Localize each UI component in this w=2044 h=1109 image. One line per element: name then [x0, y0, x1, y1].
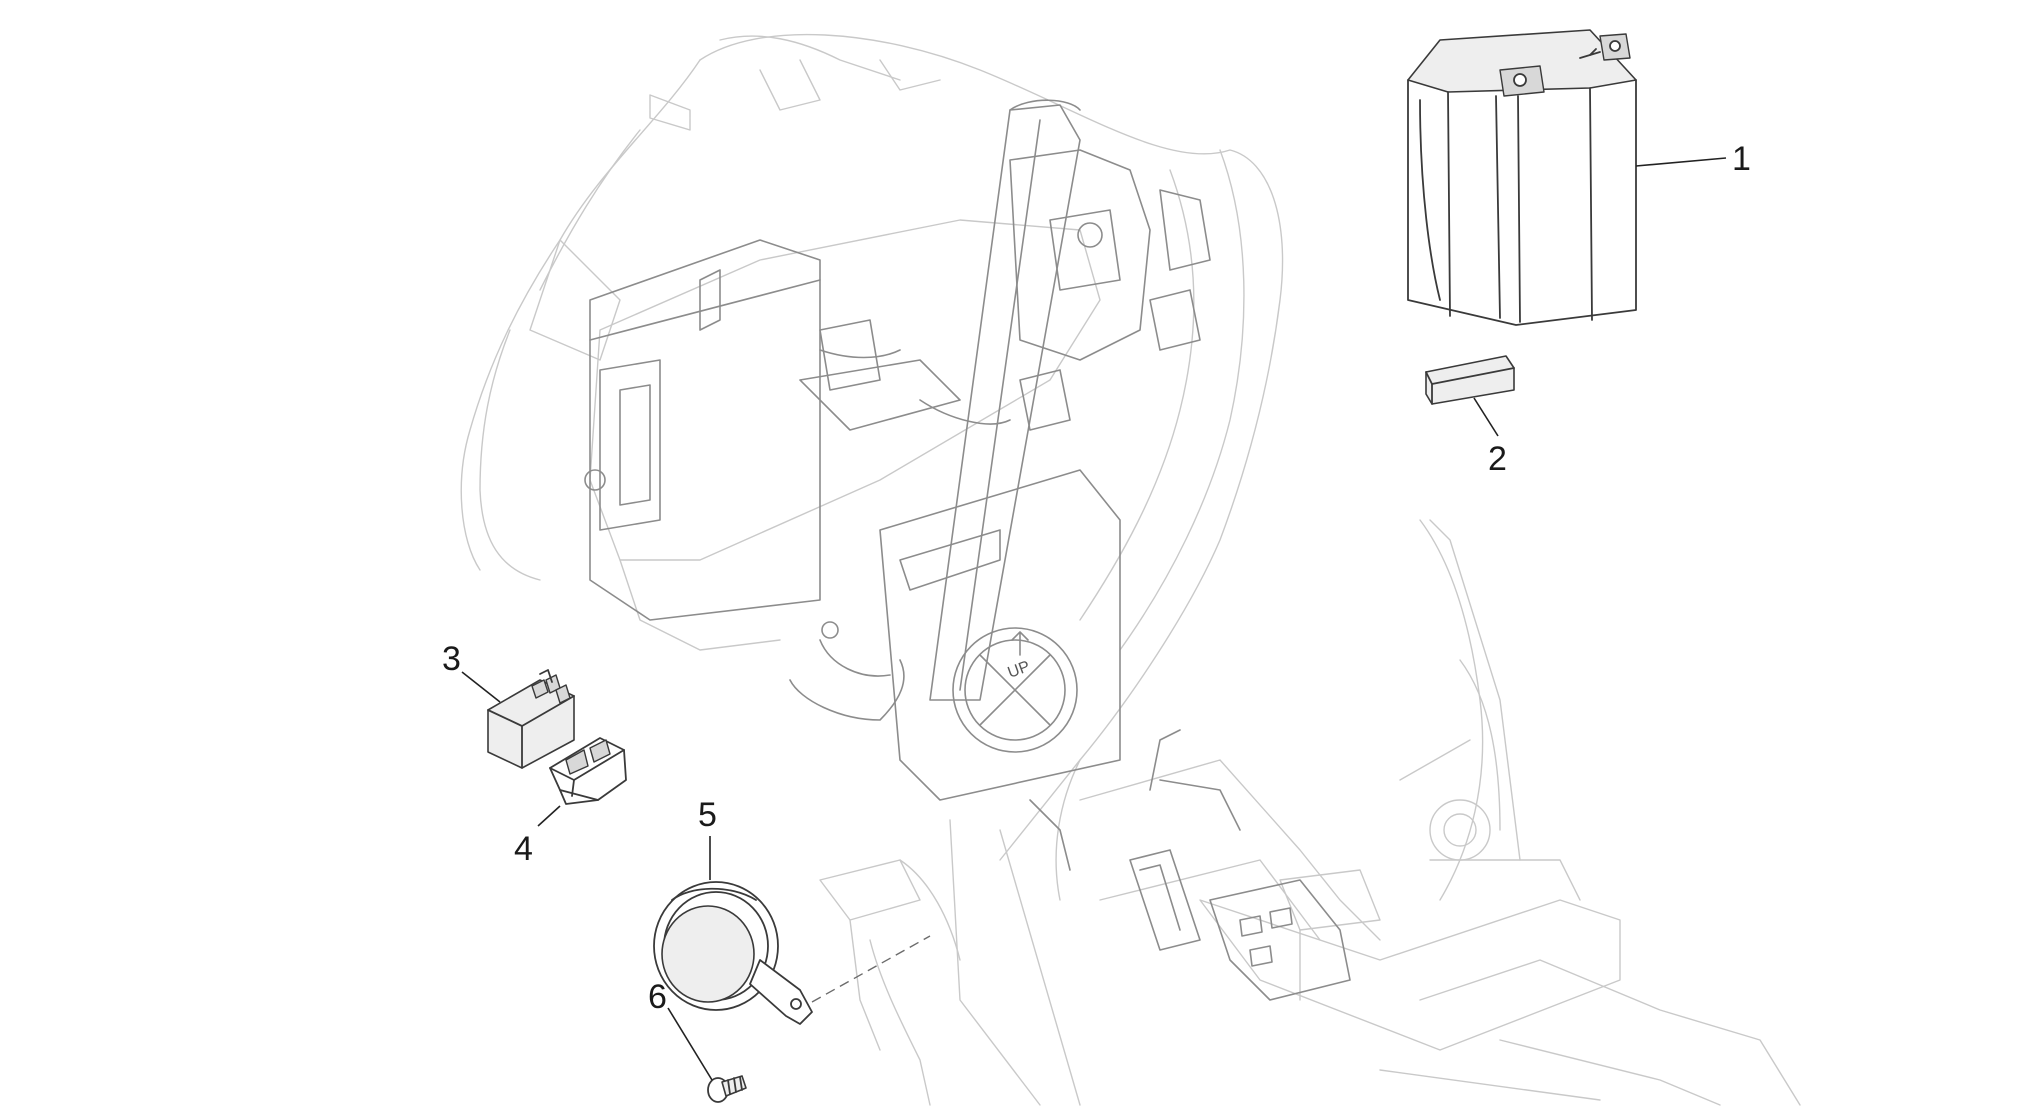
- leader-3: [461, 671, 501, 703]
- battery: [1407, 29, 1637, 326]
- fuse-block: [1425, 355, 1515, 405]
- relay-holder: [549, 737, 627, 805]
- leader-2: [1473, 397, 1499, 437]
- horn: [653, 881, 813, 1025]
- callout-2: 2: [1488, 440, 1507, 478]
- relay: [487, 669, 575, 769]
- leader-6: [667, 1007, 713, 1081]
- leader-4: [537, 805, 561, 827]
- leader-lines: [461, 157, 1727, 1081]
- callouts: 1 2 3 4 5 6: [442, 140, 1751, 1016]
- leg-shield-assembly: UP: [460, 33, 1801, 1106]
- leader-1: [1635, 157, 1727, 167]
- callout-6: 6: [648, 978, 667, 1016]
- callout-5: 5: [698, 796, 717, 834]
- callout-4: 4: [514, 830, 533, 868]
- up-arrow-marking: UP: [1006, 658, 1033, 682]
- callout-3: 3: [442, 640, 461, 678]
- screw: [707, 1075, 747, 1103]
- horn-mounting-axis: [811, 935, 931, 1003]
- callout-1: 1: [1732, 140, 1751, 178]
